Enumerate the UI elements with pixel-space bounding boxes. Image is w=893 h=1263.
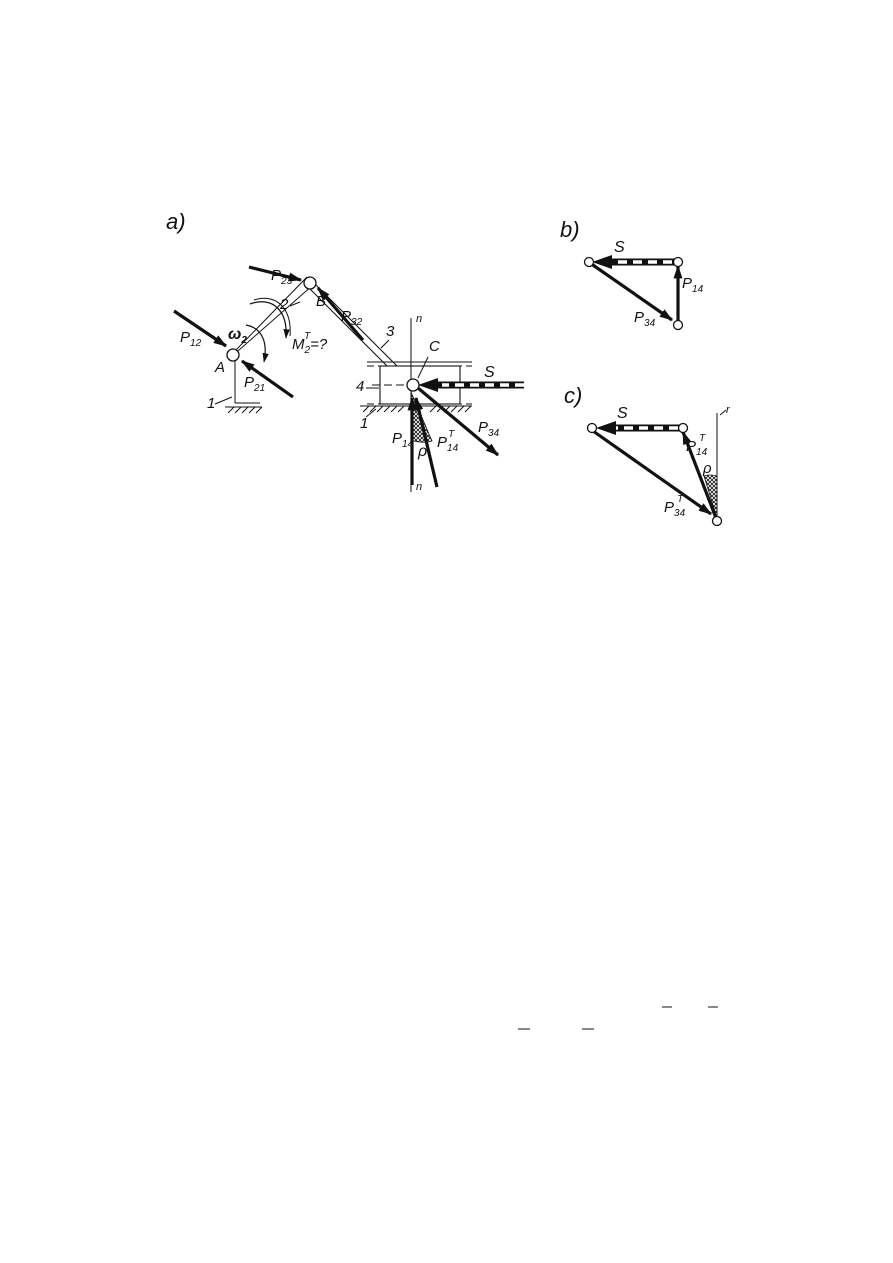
rho-a: ρ: [417, 443, 427, 460]
tri-b-S-label: S: [614, 239, 625, 256]
point-A-label: A: [214, 359, 225, 376]
label-omega: ω2: [228, 326, 247, 346]
joint-a: [226, 348, 240, 362]
tri-c-friction-sector: [703, 474, 718, 519]
link-1-label: 1: [207, 395, 215, 412]
label-P21: P21: [244, 374, 265, 394]
panel-b-label: b): [560, 217, 580, 242]
panel-a-label: a): [166, 209, 186, 234]
panel-c: c) r S P14T P34T ρ: [564, 383, 731, 527]
panel-b: b) S P14 P34: [560, 217, 704, 331]
joint-c: [406, 378, 420, 392]
joint-b: [303, 276, 317, 290]
point-C-label: C: [429, 338, 440, 355]
overbar-marks: [518, 1006, 718, 1030]
tri-c-S-label: S: [617, 405, 628, 422]
omega-arrow: [245, 324, 269, 363]
label-P23: P23: [271, 267, 293, 287]
force-P21-arrow: [241, 359, 294, 399]
link-4-label: 4: [356, 378, 364, 395]
axis-n-top: n: [416, 313, 422, 325]
force-P34-arrow: [416, 386, 500, 457]
point-B-label: B: [316, 293, 326, 310]
force-P23-arrow: [248, 265, 303, 282]
tri-b-P34-arrow: [589, 261, 673, 322]
link-1b-label: 1: [360, 415, 368, 432]
tri-c-P34T-arrow: [592, 429, 712, 516]
label-P14T: P14T: [437, 429, 459, 454]
force-P14T-arrow: [414, 396, 439, 488]
force-P12-arrow: [173, 309, 227, 348]
tri-c-P14T-label: P14T: [686, 433, 708, 458]
tri-b-P14-label: P14: [682, 275, 704, 295]
moment-arrow: [249, 301, 290, 339]
tri-b-S-arrow: [592, 255, 676, 269]
label-P34: P34: [478, 419, 500, 439]
tri-b-P34-label: P34: [634, 309, 656, 329]
label-S: S: [484, 364, 495, 381]
force-P32-arrow: [316, 286, 365, 342]
crank-ab: [229, 276, 314, 359]
panel-c-label: c): [564, 383, 582, 408]
ground-a: [214, 360, 263, 414]
axis-n-bottom: n: [416, 481, 422, 493]
link-2-label: 2: [279, 296, 289, 313]
axis-r-label: r: [726, 404, 731, 416]
panel-a: a) 1 2 3: [166, 209, 524, 493]
label-P32: P32: [341, 308, 363, 328]
tri-c-P34T-label: P34T: [664, 494, 686, 519]
label-moment: M2T=?: [292, 331, 328, 356]
force-S-arrow: [418, 378, 524, 392]
tri-c-rho-label: ρ: [702, 460, 712, 477]
label-P12: P12: [180, 329, 202, 349]
tri-c-S-arrow: [596, 421, 682, 435]
link-3-label: 3: [386, 323, 395, 340]
label-P14: P14: [392, 430, 414, 450]
